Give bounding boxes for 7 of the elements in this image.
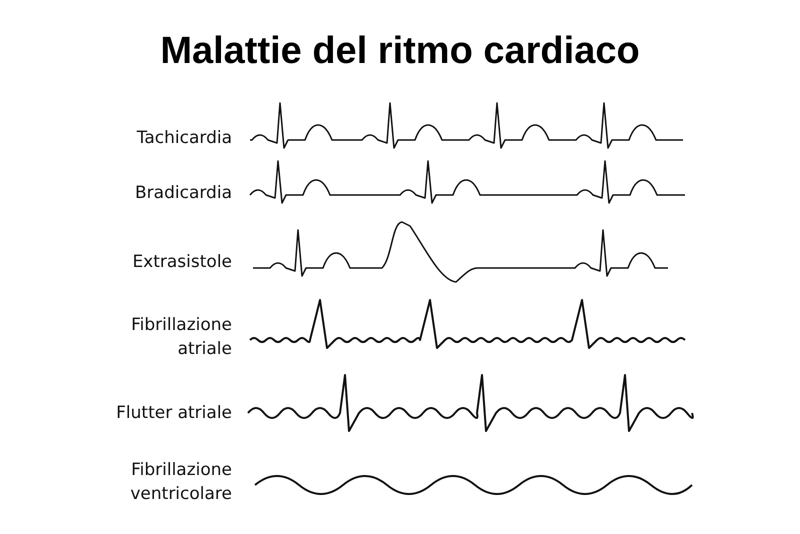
rhythm-label: Flutter atriale [116,402,232,425]
title: Malattie del ritmo cardiaco [159,30,641,73]
rhythm-label: Extrasistole [132,251,232,274]
rhythm-label: Bradicardia [135,182,232,205]
rhythm-label: Tachicardia [136,127,232,150]
rhythm-label: Fibrillazione atriale [130,314,232,361]
rhythm-label: Fibrillazione ventricolare [129,459,232,506]
